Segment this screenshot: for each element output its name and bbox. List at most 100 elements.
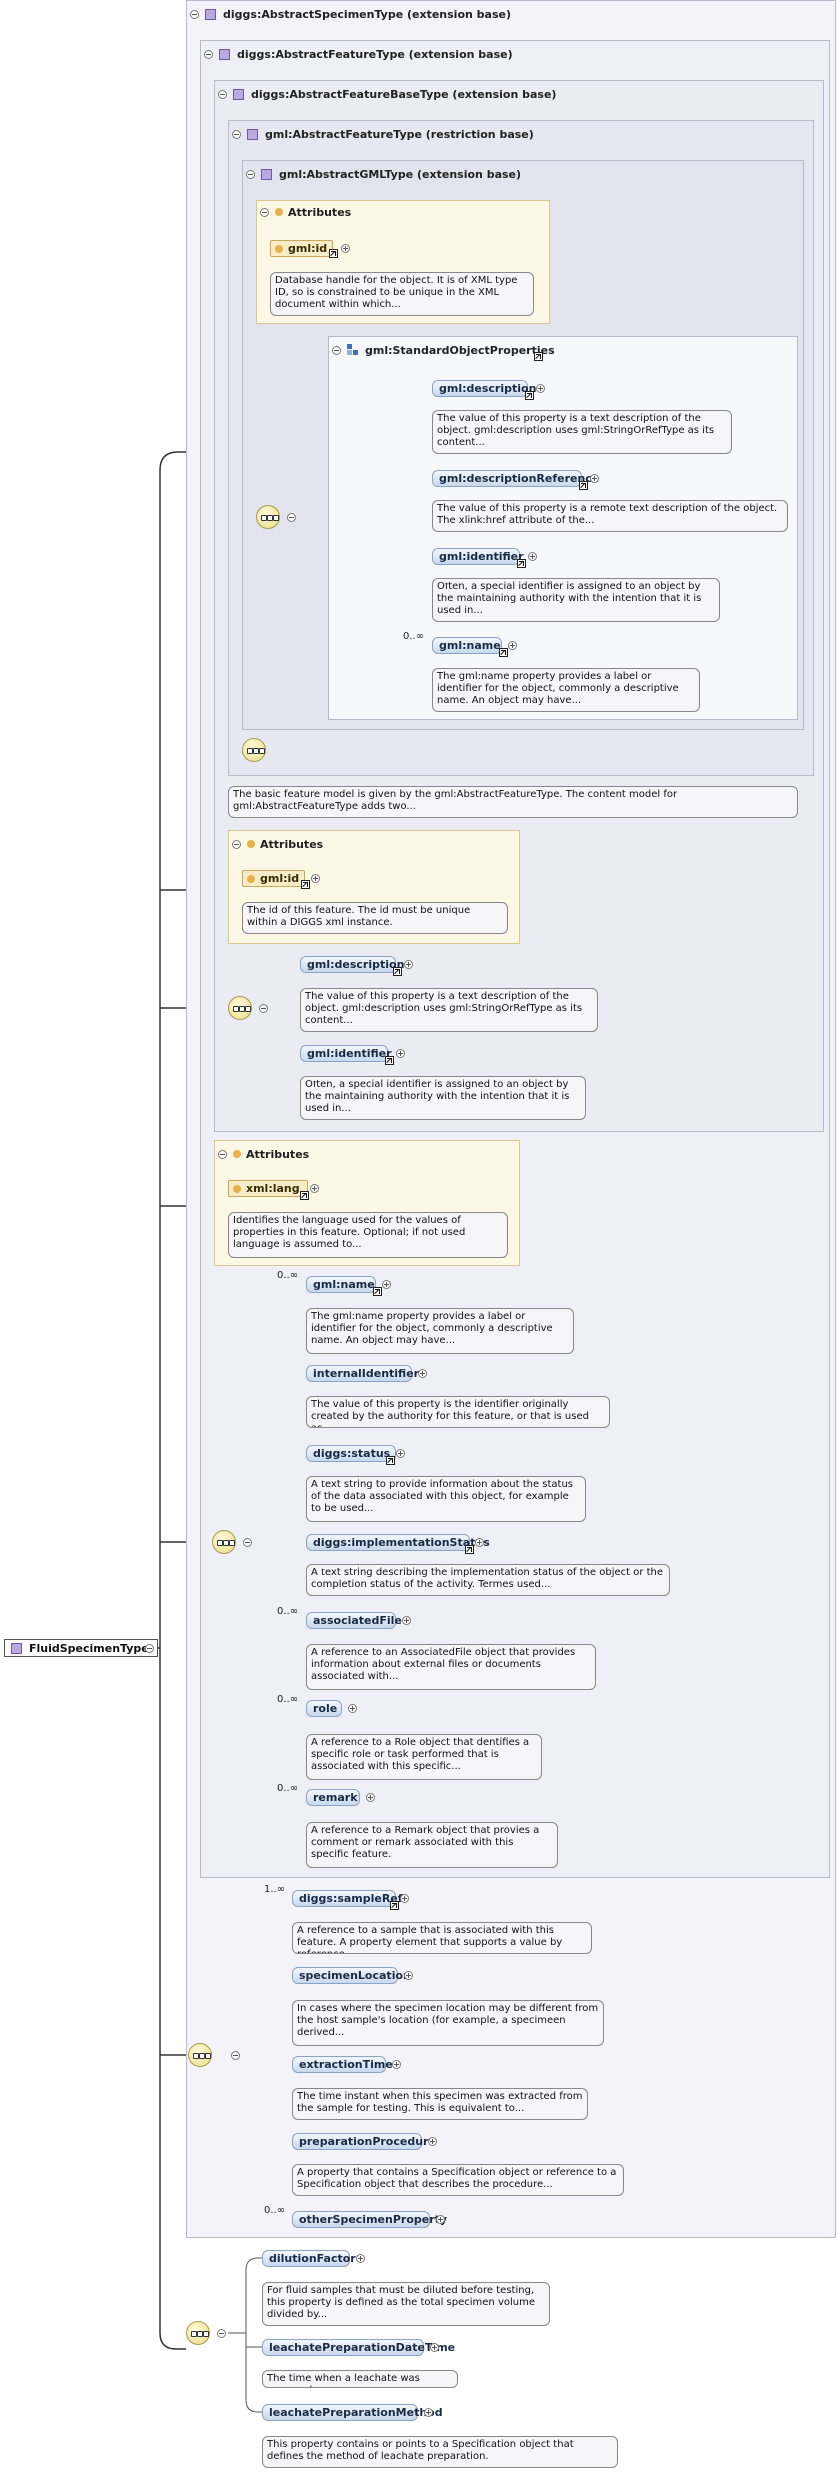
element-leachate-preparation-date-time[interactable]: leachatePreparationDateTime (262, 2339, 455, 2356)
standard-object-properties-header[interactable]: gml:StandardObjectProperties (332, 340, 555, 360)
expand-icon[interactable] (366, 1793, 375, 1802)
element-leachate-preparation-method[interactable]: leachatePreparationMethod (262, 2404, 443, 2421)
element-gml-description[interactable]: gml:description (432, 380, 536, 397)
sequence-compositor-icon[interactable] (212, 1530, 236, 1554)
abstract-feature-base-type-header[interactable]: diggs:AbstractFeatureBaseType (extension… (218, 84, 556, 104)
documentation-note: The time instant when this specimen was … (292, 2088, 588, 2120)
attributes-header[interactable]: Attributes (260, 202, 351, 222)
complex-type-icon (11, 1642, 22, 1654)
expand-icon[interactable] (356, 2254, 365, 2263)
occurrence-label: 0..∞ (277, 1270, 299, 1281)
expand-icon[interactable] (400, 1894, 409, 1903)
element-preparation-procedure[interactable]: preparationProcedure (292, 2133, 436, 2150)
expand-icon[interactable] (348, 1704, 357, 1713)
collapse-icon[interactable] (218, 1149, 227, 1159)
element-extraction-time[interactable]: extractionTime (292, 2056, 393, 2073)
expand-icon[interactable] (424, 2408, 433, 2417)
element-associated-file[interactable]: associatedFile (306, 1612, 402, 1629)
documentation-note: The time when a leachate was prepared (262, 2370, 458, 2388)
element-dilution-factor[interactable]: dilutionFactor (262, 2250, 356, 2267)
reference-arrow-icon (390, 1901, 399, 1910)
collapse-icon[interactable] (232, 129, 241, 139)
collapse-icon[interactable] (243, 1538, 252, 1547)
element-internal-identifier[interactable]: internalIdentifier (306, 1365, 419, 1382)
attribute-xml-lang[interactable]: xml:lang (228, 1180, 308, 1197)
element-gml-identifier[interactable]: gml:identifier (432, 548, 524, 565)
element-diggs-status[interactable]: diggs:status (306, 1445, 396, 1462)
complex-type-icon (205, 8, 216, 20)
element-gml-identifier[interactable]: gml:identifier (300, 1045, 392, 1062)
element-gml-name[interactable]: gml:name (306, 1276, 376, 1293)
attribute-gml-id[interactable]: gml:id (242, 870, 306, 887)
element-remark[interactable]: remark (306, 1789, 360, 1806)
attributes-header[interactable]: Attributes (232, 834, 323, 854)
expand-icon[interactable] (404, 960, 413, 969)
expand-icon[interactable] (404, 1971, 413, 1980)
group-title: gml:StandardObjectProperties (365, 343, 555, 357)
documentation-note: In cases where the specimen location may… (292, 2000, 604, 2046)
element-role[interactable]: role (306, 1700, 342, 1717)
collapse-icon[interactable] (204, 49, 213, 59)
documentation-note: For fluid samples that must be diluted b… (262, 2282, 550, 2326)
expand-icon[interactable] (311, 874, 320, 883)
expand-icon[interactable] (590, 474, 599, 483)
element-other-specimen-property[interactable]: otherSpecimenProperty (292, 2211, 447, 2228)
sequence-compositor-icon[interactable] (228, 996, 252, 1020)
expand-icon[interactable] (430, 2343, 439, 2352)
sequence-compositor-icon[interactable] (256, 505, 280, 529)
element-gml-description[interactable]: gml:description (300, 956, 404, 973)
expand-icon[interactable] (396, 1049, 405, 1058)
collapse-icon[interactable] (332, 345, 341, 355)
documentation-note: Often, a special identifier is assigned … (432, 578, 720, 622)
collapse-icon[interactable] (217, 2329, 226, 2338)
documentation-note: The value of this property is a remote t… (432, 500, 788, 532)
expand-icon[interactable] (392, 2060, 401, 2069)
abstract-feature-type-header[interactable]: diggs:AbstractFeatureType (extension bas… (204, 44, 513, 64)
reference-arrow-icon (329, 249, 338, 258)
sequence-compositor-icon[interactable] (186, 2321, 210, 2345)
reference-arrow-icon (373, 1287, 382, 1296)
collapse-icon[interactable] (145, 1644, 154, 1653)
element-gml-name[interactable]: gml:name (432, 637, 502, 654)
expand-icon[interactable] (528, 552, 537, 561)
gml-abstract-gml-type-header[interactable]: gml:AbstractGMLType (extension base) (246, 164, 521, 184)
expand-icon[interactable] (396, 1449, 405, 1458)
root-complex-type[interactable]: FluidSpecimenType (4, 1639, 158, 1657)
reference-arrow-icon (465, 1545, 474, 1554)
expand-icon[interactable] (382, 1280, 391, 1289)
element-specimen-location[interactable]: specimenLocation (292, 1967, 411, 1984)
reference-arrow-icon (393, 967, 402, 976)
expand-icon[interactable] (402, 1616, 411, 1625)
collapse-icon[interactable] (246, 169, 255, 179)
sequence-compositor-icon[interactable] (242, 738, 266, 762)
element-diggs-implementation-status[interactable]: diggs:implementationStatus (306, 1534, 490, 1551)
complex-type-icon (261, 168, 272, 180)
abstract-specimen-type-header[interactable]: diggs:AbstractSpecimenType (extension ba… (190, 4, 511, 24)
attributes-header[interactable]: Attributes (218, 1144, 309, 1164)
documentation-note: The gml:name property provides a label o… (432, 668, 700, 712)
element-diggs-sample-ref[interactable]: diggs:sampleRef (292, 1890, 403, 1907)
expand-icon[interactable] (436, 2215, 445, 2224)
sequence-compositor-icon[interactable] (188, 2043, 212, 2067)
element-gml-description-reference[interactable]: gml:descriptionReference (432, 470, 599, 487)
expand-icon[interactable] (418, 1369, 427, 1378)
collapse-icon[interactable] (232, 839, 241, 849)
expand-icon[interactable] (536, 384, 545, 393)
expand-icon[interactable] (508, 641, 517, 650)
reference-arrow-icon (517, 559, 526, 568)
collapse-icon[interactable] (231, 2051, 240, 2060)
expand-icon[interactable] (428, 2137, 437, 2146)
attribute-gml-id[interactable]: gml:id (270, 240, 334, 257)
reference-arrow-icon (301, 880, 310, 889)
collapse-icon[interactable] (287, 513, 296, 522)
collapse-icon[interactable] (260, 207, 269, 217)
expand-icon[interactable] (475, 1538, 484, 1547)
attributes-label: Attributes (260, 837, 324, 851)
collapse-icon[interactable] (218, 89, 227, 99)
collapse-icon[interactable] (259, 1004, 268, 1013)
type-title: gml:AbstractGMLType (extension base) (279, 167, 522, 181)
gml-abstract-feature-type-header[interactable]: gml:AbstractFeatureType (restriction bas… (232, 124, 534, 144)
expand-icon[interactable] (341, 244, 350, 253)
collapse-icon[interactable] (190, 9, 199, 19)
expand-icon[interactable] (310, 1184, 319, 1193)
